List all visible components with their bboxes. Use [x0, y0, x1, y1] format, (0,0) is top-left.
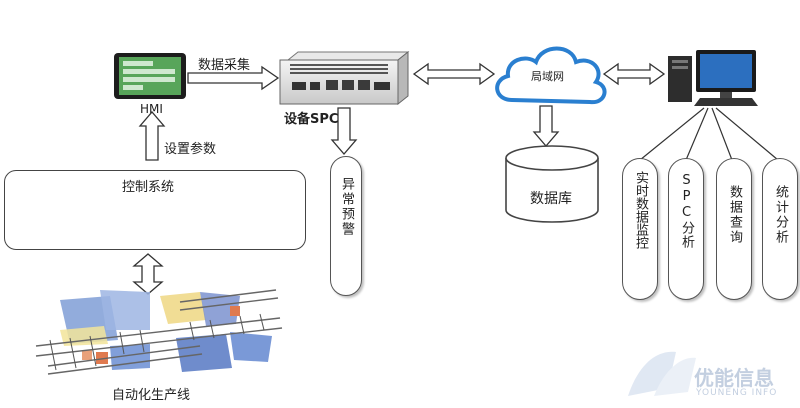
pill-stat-analysis: 统计分析 [762, 158, 798, 300]
device-spc-icon [279, 50, 410, 106]
pill-data-query: 数据查询 [716, 158, 752, 300]
arrow-lan-to-computer [602, 62, 666, 86]
pill-abnormal-alert-text: 异常预警 [339, 177, 354, 237]
watermark-logo [628, 351, 696, 396]
label-database: 数据库 [530, 191, 572, 207]
label-lan: 局域网 [531, 70, 564, 83]
pill-realtime-monitor: 实时数据监控 [622, 158, 658, 300]
computer-connector-lines [639, 107, 779, 161]
label-device-spc: 设备SPC [284, 112, 339, 127]
watermark-text: 优能信息 [694, 366, 774, 390]
watermark-subtext: YOUNENG INFO [696, 388, 778, 398]
label-set-params: 设置参数 [164, 142, 217, 157]
hmi-device-icon [114, 53, 186, 99]
arrow-hmi-to-spc [187, 65, 280, 91]
pill-data-query-text: 数据查询 [727, 185, 742, 245]
pill-realtime-monitor-text: 实时数据监控 [633, 171, 648, 249]
arrow-spc-to-alert [330, 107, 358, 155]
label-control-system: 控制系统 [122, 180, 175, 195]
arrow-lan-to-database [532, 105, 560, 147]
arrow-control-to-line [132, 253, 164, 295]
pill-abnormal-alert: 异常预警 [330, 156, 362, 296]
production-line-illustration [35, 289, 283, 375]
database-cylinder [505, 145, 599, 223]
pill-spc-analysis-text: SPC分析 [679, 173, 694, 249]
label-auto-line: 自动化生产线 [112, 388, 191, 403]
control-system-box [4, 170, 306, 250]
label-hmi: HMI [140, 102, 163, 116]
arrow-control-to-hmi [138, 111, 166, 161]
arrow-spc-to-lan [412, 62, 496, 86]
computer-icon [668, 50, 758, 106]
label-data-collection: 数据采集 [198, 58, 251, 73]
lan-cloud-icon [495, 46, 607, 105]
pill-spc-analysis: SPC分析 [668, 158, 704, 300]
pill-stat-analysis-text: 统计分析 [773, 185, 788, 245]
